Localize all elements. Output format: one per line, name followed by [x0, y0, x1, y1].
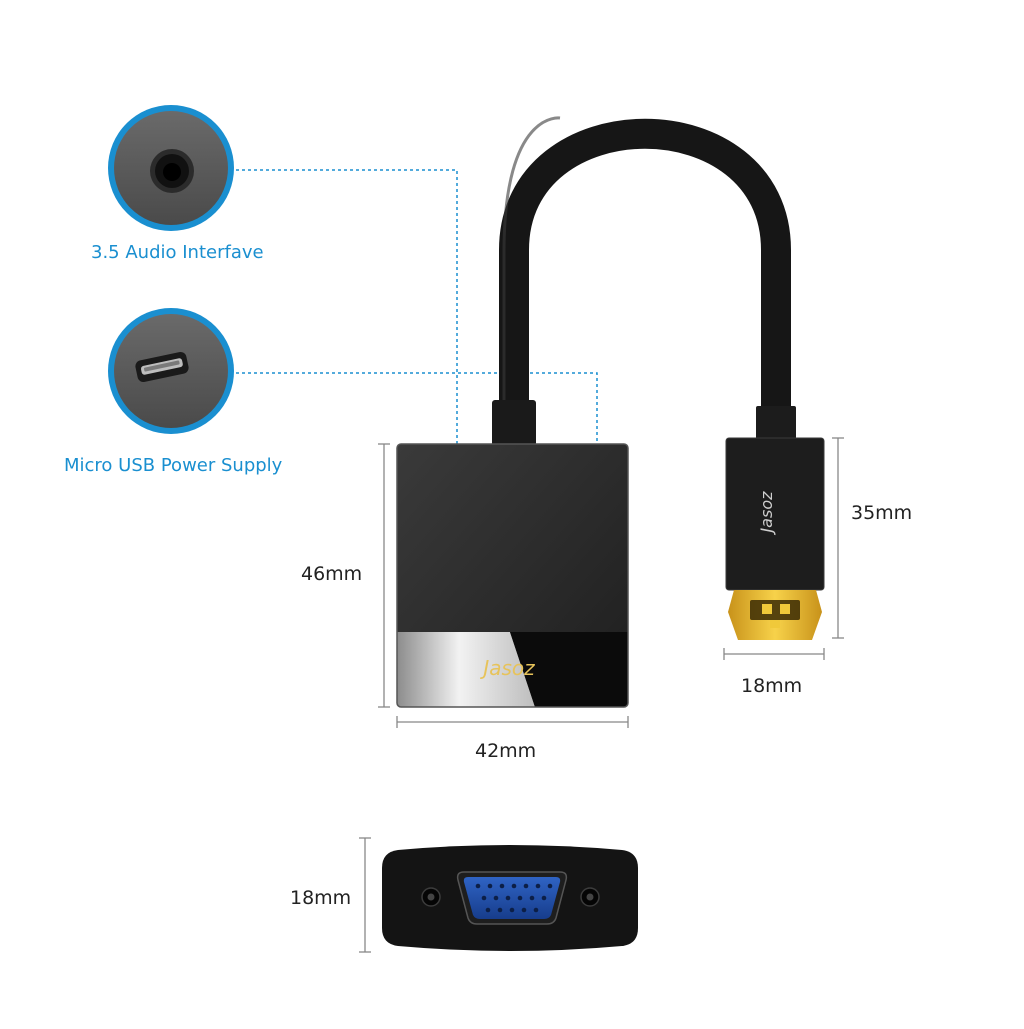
hdmi-width-label: 18mm [741, 675, 803, 697]
hdmi-connector: Jasoz [725, 406, 825, 640]
usb-port-callout [108, 308, 234, 434]
micro-usb-icon [135, 351, 189, 383]
vga-port-icon [456, 871, 568, 925]
audio-interface-label: 3.5 Audio Interfave [91, 242, 264, 263]
vga-end-view [382, 845, 638, 951]
audio-jack-icon [150, 149, 194, 193]
hdmi-brand-logo: Jasoz [757, 491, 776, 536]
hdmi-length-label: 35mm [851, 502, 913, 524]
audio-port-callout [108, 105, 234, 231]
brand-logo: Jasoz [479, 656, 535, 680]
adapter-body: Jasoz [396, 443, 629, 708]
body-height-label: 46mm [301, 563, 363, 585]
body-width-label: 42mm [475, 740, 537, 762]
cable [499, 118, 791, 412]
vga-height-label: 18mm [290, 887, 352, 909]
dimension-lines [359, 437, 844, 953]
audio-leader-line [236, 169, 458, 444]
usb-leader-line [236, 372, 598, 444]
callout-lines [236, 169, 598, 444]
usb-power-label: Micro USB Power Supply [64, 455, 283, 476]
body-strain-relief [492, 400, 536, 446]
